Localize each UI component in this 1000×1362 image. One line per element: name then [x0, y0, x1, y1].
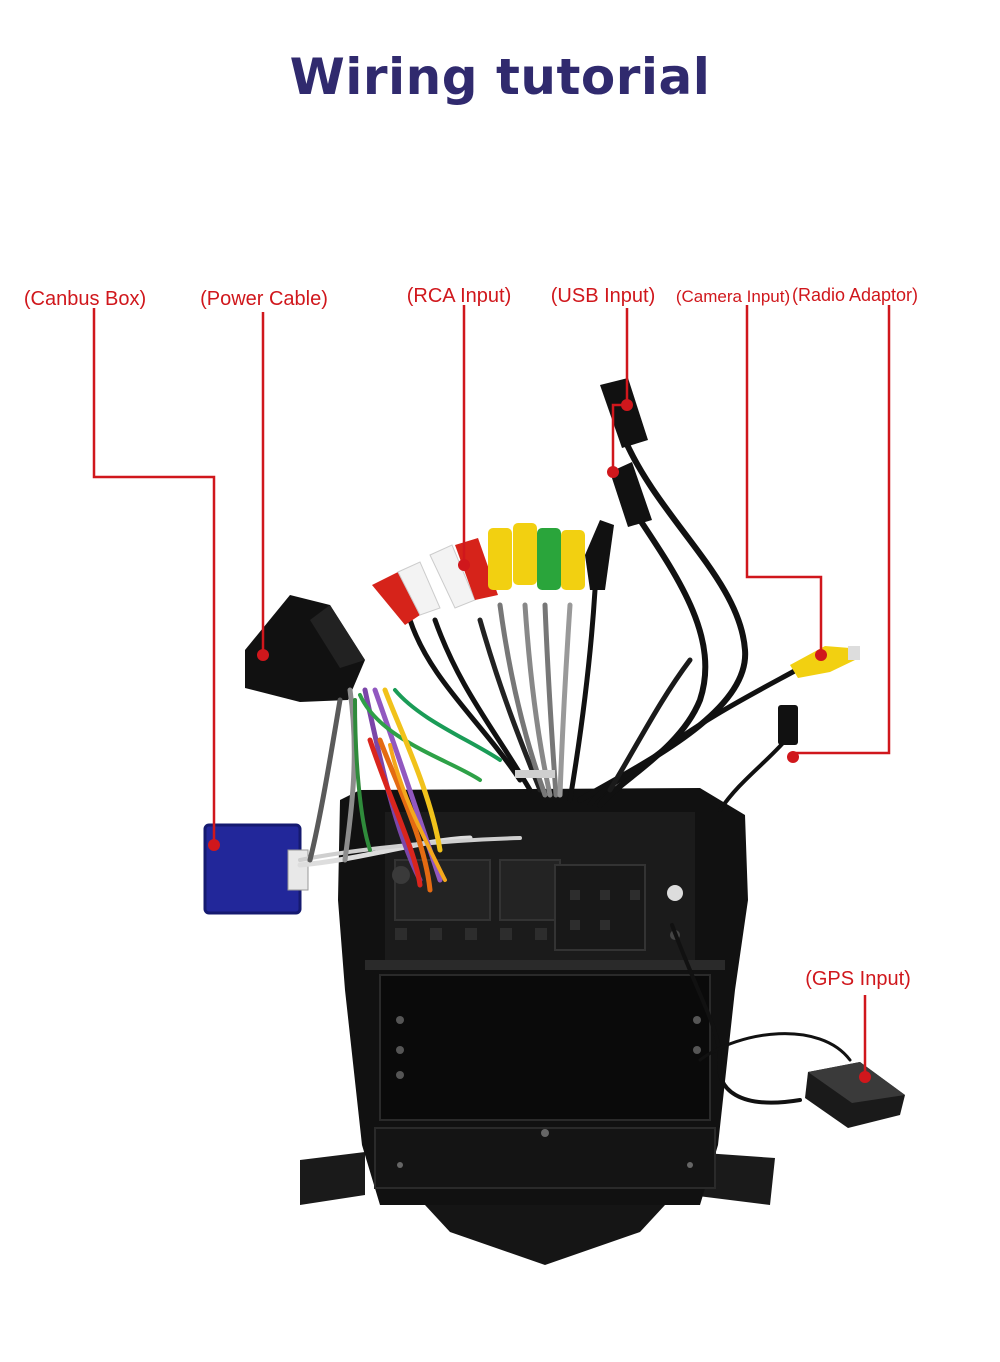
- usb-plugs: [600, 378, 652, 527]
- gps-antenna: [805, 1062, 905, 1128]
- callout-camera-line: [745, 305, 823, 655]
- rca-plugs: [372, 520, 614, 625]
- label-gps-input: (GPS Input): [805, 968, 911, 990]
- callout-canbus-line: [92, 308, 216, 845]
- power-connector: [245, 595, 365, 702]
- head-unit-frame: [300, 788, 775, 1265]
- radio-adaptor-plug: [778, 705, 798, 745]
- label-usb-input: (USB Input): [551, 285, 655, 307]
- page-title: Wiring tutorial: [289, 48, 711, 106]
- canbus-box: [203, 823, 309, 915]
- callout-radio-line: [793, 305, 891, 755]
- label-canbus-box: (Canbus Box): [24, 288, 146, 310]
- camera-plug: [790, 646, 860, 678]
- wiring-harness: [297, 687, 522, 893]
- callout-usb-line: [611, 308, 629, 472]
- callout-lines: [92, 305, 891, 1077]
- usb-camera-radio-cables: [577, 437, 852, 1105]
- rca-cable-bundle: [407, 587, 598, 803]
- label-power-cable: (Power Cable): [200, 288, 328, 310]
- label-camera-input: (Camera Input): [676, 287, 790, 306]
- label-rca-input: (RCA Input): [407, 285, 511, 307]
- callout-dots: [208, 399, 871, 1083]
- label-radio-adaptor: (Radio Adaptor): [792, 285, 918, 305]
